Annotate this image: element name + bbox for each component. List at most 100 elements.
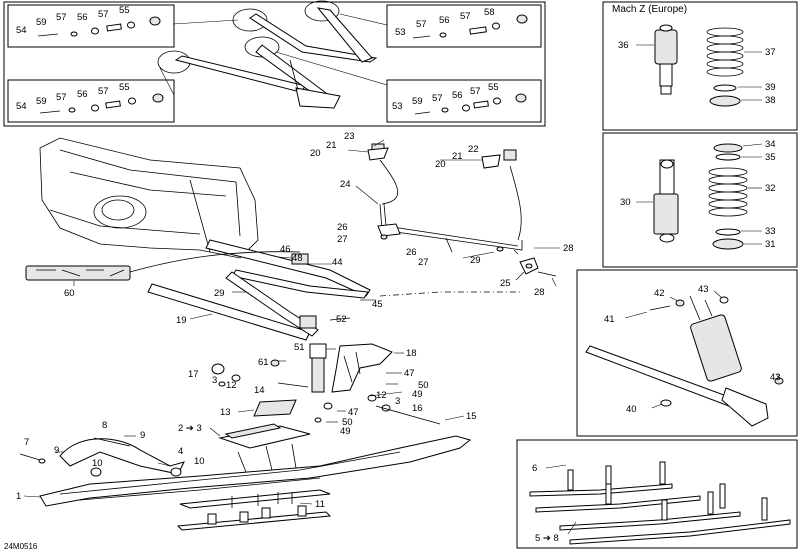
callout-10: 10	[194, 456, 205, 467]
callout-15: 15	[466, 411, 477, 422]
lower-a-arm	[147, 271, 376, 341]
callout-59: 59	[412, 96, 423, 107]
runners-illustration	[529, 461, 791, 545]
decal-leader	[129, 251, 301, 273]
callout-42: 42	[654, 288, 665, 299]
callout-52: 52	[336, 314, 347, 325]
ski-mount-plate	[209, 423, 311, 449]
callout-38: 38	[765, 95, 776, 106]
callout-46: 46	[280, 244, 291, 255]
callout-24: 24	[340, 179, 351, 190]
callout-50: 50	[342, 417, 353, 428]
ski	[23, 435, 472, 531]
hardware-row-bottom-left	[39, 93, 164, 114]
callout-7: 7	[24, 437, 29, 448]
callout-13: 13	[220, 407, 231, 418]
callout-9: 9	[140, 430, 145, 441]
hardware-inset-bottom-left	[7, 79, 175, 123]
callout-61: 61	[258, 357, 269, 368]
callout-57: 57	[470, 86, 481, 97]
upper-a-arm-illustration	[157, 0, 388, 109]
hardware-row-top-left	[37, 16, 161, 37]
hardware-inset-bottom-right	[386, 79, 542, 123]
a-arm-decal	[25, 265, 131, 286]
spring-europe	[706, 27, 762, 107]
mach-z-europe-panel	[602, 1, 798, 131]
ski-bolts	[19, 435, 313, 525]
callout-40: 40	[626, 404, 637, 415]
callout-31: 31	[765, 239, 776, 250]
shock-mount-panel	[576, 269, 798, 437]
chassis-frame	[39, 137, 259, 259]
drawing-code: 24M0516	[4, 542, 38, 551]
callout-30: 30	[620, 197, 631, 208]
callout-57: 57	[56, 92, 67, 103]
callout-3: 3	[212, 375, 217, 386]
callout-4: 4	[178, 446, 183, 457]
callout-53: 53	[392, 101, 403, 112]
callout-12: 12	[376, 390, 387, 401]
callout-60: 60	[64, 288, 75, 299]
stabilizer-link	[515, 257, 557, 287]
callout-11: 11	[315, 499, 325, 510]
ski-spindle	[272, 343, 404, 393]
callout-19: 19	[176, 315, 187, 326]
callout-41: 41	[604, 314, 615, 325]
callout-27: 27	[337, 234, 348, 245]
callout-56: 56	[77, 12, 88, 23]
callout-39: 39	[765, 82, 776, 93]
callout-28: 28	[563, 243, 574, 254]
callout-6: 6	[532, 463, 537, 474]
callout-55: 55	[488, 82, 499, 93]
callout-43: 43	[770, 372, 781, 383]
callout-26: 26	[337, 222, 348, 233]
callout-49: 49	[412, 389, 423, 400]
callout-23: 23	[344, 131, 355, 142]
callout-57: 57	[98, 9, 109, 20]
callout-25: 25	[500, 278, 511, 289]
callout-56: 56	[439, 15, 450, 26]
callout-57: 57	[56, 12, 67, 23]
callout-27: 27	[418, 257, 429, 268]
callout-47: 47	[348, 407, 359, 418]
callout-35: 35	[765, 152, 776, 163]
callout-56: 56	[452, 90, 463, 101]
callout-33: 33	[765, 226, 776, 237]
callout-50: 50	[418, 380, 429, 391]
callout-57: 57	[460, 11, 471, 22]
callout-44: 44	[332, 257, 343, 268]
stabilizer-bar	[347, 139, 560, 259]
callout-53: 53	[395, 27, 406, 38]
hardware-inset-top-right	[386, 4, 542, 48]
shock-mount-illustration	[585, 290, 784, 427]
callout-55: 55	[119, 5, 130, 16]
callout-2-to-3: 2 ➔ 3	[178, 423, 202, 434]
callout-36: 36	[618, 40, 629, 51]
callout-20: 20	[310, 148, 321, 159]
spindle-hardware	[211, 359, 465, 425]
shock-absorber-standard	[636, 159, 679, 243]
callout-21: 21	[452, 151, 463, 162]
callout-12: 12	[226, 380, 237, 391]
hardware-frame	[3, 1, 546, 127]
callout-43: 43	[698, 284, 709, 295]
callout-16: 16	[412, 403, 423, 414]
callout-54: 54	[16, 25, 27, 36]
callout-5-to-8: 5 ➔ 8	[535, 533, 559, 544]
callout-18: 18	[406, 348, 417, 359]
panel-title: Mach Z (Europe)	[612, 4, 687, 15]
standard-shock-panel	[602, 132, 798, 268]
callout-57: 57	[416, 19, 427, 30]
callout-22: 22	[468, 144, 479, 155]
callout-51: 51	[294, 342, 305, 353]
runner-panel	[516, 439, 798, 549]
hardware-row-top-right	[412, 14, 528, 39]
callout-26: 26	[406, 247, 417, 258]
callout-10: 10	[92, 458, 103, 469]
callout-49: 49	[340, 426, 351, 437]
callout-58: 58	[484, 7, 495, 18]
callout-56: 56	[77, 89, 88, 100]
callout-9: 9	[54, 445, 59, 456]
